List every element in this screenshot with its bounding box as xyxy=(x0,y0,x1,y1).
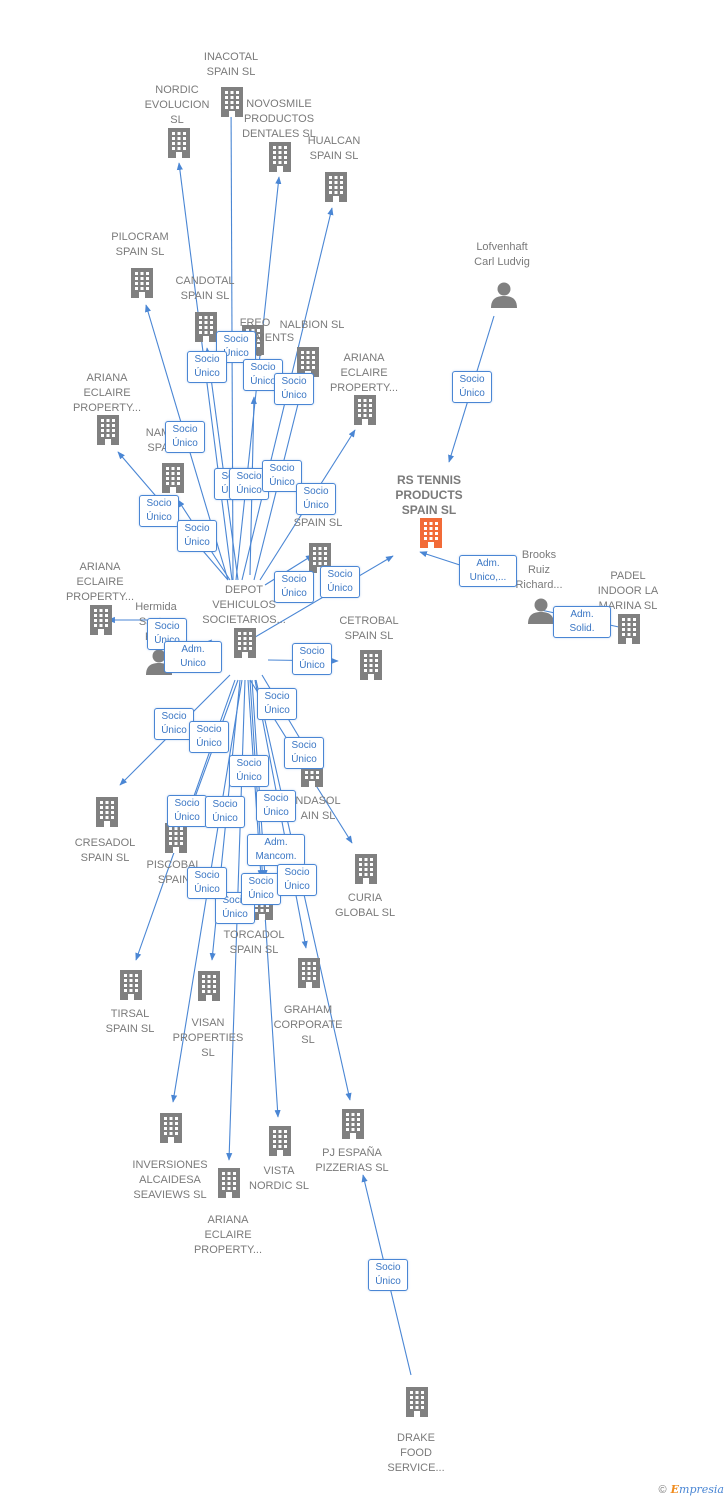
building-icon[interactable] xyxy=(162,821,190,860)
relation-label-depot-vista[interactable]: Socio Único xyxy=(241,873,281,905)
building-icon[interactable] xyxy=(352,852,380,891)
building-icon[interactable] xyxy=(417,516,445,555)
building-icon[interactable] xyxy=(128,266,156,305)
building-icon[interactable] xyxy=(266,140,294,179)
building-icon[interactable] xyxy=(195,969,223,1008)
relation-label-hermida-depot[interactable]: Adm. Unico xyxy=(164,641,222,673)
building-icon[interactable] xyxy=(231,626,259,665)
building-icon[interactable] xyxy=(215,1166,243,1205)
building-icon[interactable] xyxy=(403,1385,431,1424)
relation-label-depot-graham[interactable]: Socio Único xyxy=(229,755,269,787)
building-icon[interactable] xyxy=(351,393,379,432)
relation-label-depot-hualcan[interactable]: Socio Único xyxy=(274,373,314,405)
edge-depot-spain_sl xyxy=(264,554,314,586)
building-icon[interactable] xyxy=(93,795,121,834)
relation-label-brooks-rs_tennis[interactable]: Adm. Unico,... xyxy=(459,555,517,587)
building-icon[interactable] xyxy=(218,85,246,124)
brand-logo: Empresia xyxy=(670,1483,724,1496)
building-icon[interactable] xyxy=(295,956,323,995)
copyright-symbol: © xyxy=(658,1484,667,1496)
person-icon[interactable] xyxy=(490,280,518,313)
relation-label-depot-torcadol[interactable]: Socio Único xyxy=(256,790,296,822)
relation-label-depot-pj[interactable]: Socio Único xyxy=(277,864,317,896)
relation-label-lofvenhaft-rs_tennis[interactable]: Socio Único xyxy=(452,371,492,403)
relation-label-depot-freo[interactable]: Socio Único xyxy=(229,468,269,500)
edge-depot-candotal xyxy=(204,347,239,581)
building-icon[interactable] xyxy=(94,413,122,452)
building-icon[interactable] xyxy=(322,170,350,209)
relation-label-brooks-padel[interactable]: Adm. Solid. xyxy=(553,606,611,638)
building-icon[interactable] xyxy=(357,648,385,687)
relation-label-depot-piscobal[interactable]: Socio Único xyxy=(189,721,229,753)
relation-label-depot-ariana2[interactable]: Socio Único xyxy=(139,495,179,527)
relation-label-depot-ariana1[interactable]: Socio Único xyxy=(296,483,336,515)
relation-label-drake-pj[interactable]: Socio Único xyxy=(368,1259,408,1291)
relation-label-depot-cresadol[interactable]: Socio Único xyxy=(154,708,194,740)
building-icon[interactable] xyxy=(339,1107,367,1146)
relation-label-depot-rs_tennis[interactable]: Socio Único xyxy=(320,566,360,598)
building-icon[interactable] xyxy=(117,968,145,1007)
relation-label-depot-tirsal[interactable]: Socio Único xyxy=(167,795,207,827)
person-icon[interactable] xyxy=(527,596,555,629)
relation-label-depot-ndasol[interactable]: Socio Único xyxy=(257,688,297,720)
building-icon[interactable] xyxy=(159,461,187,500)
relation-label-depot-curia[interactable]: Socio Único xyxy=(284,737,324,769)
relation-label-depot-visan[interactable]: Socio Único xyxy=(205,796,245,828)
relation-label-depot-ariana4[interactable]: Socio Único xyxy=(187,867,227,899)
empresia-watermark: ©Empresia xyxy=(659,1483,724,1496)
relation-label-depot-spain_sl[interactable]: Socio Único xyxy=(274,571,314,603)
relation-label-depot-pilocram[interactable]: Socio Único xyxy=(165,421,205,453)
building-icon[interactable] xyxy=(87,603,115,642)
building-icon[interactable] xyxy=(157,1111,185,1150)
edge-depot-rs_tennis xyxy=(244,555,394,644)
relation-label-depot-cetrobal[interactable]: Socio Único xyxy=(292,643,332,675)
relation-label-depot-nordic_evolucion[interactable]: Socio Único xyxy=(187,351,227,383)
relation-label-depot-nalbion[interactable]: Socio Único xyxy=(262,460,302,492)
relation-label-depot-torcadol[interactable]: Adm. Mancom. xyxy=(247,834,305,866)
relation-label-depot-nam[interactable]: Socio Único xyxy=(177,520,217,552)
building-icon[interactable] xyxy=(615,612,643,651)
building-icon[interactable] xyxy=(192,310,220,349)
building-icon[interactable] xyxy=(266,1124,294,1163)
building-icon[interactable] xyxy=(165,126,193,165)
